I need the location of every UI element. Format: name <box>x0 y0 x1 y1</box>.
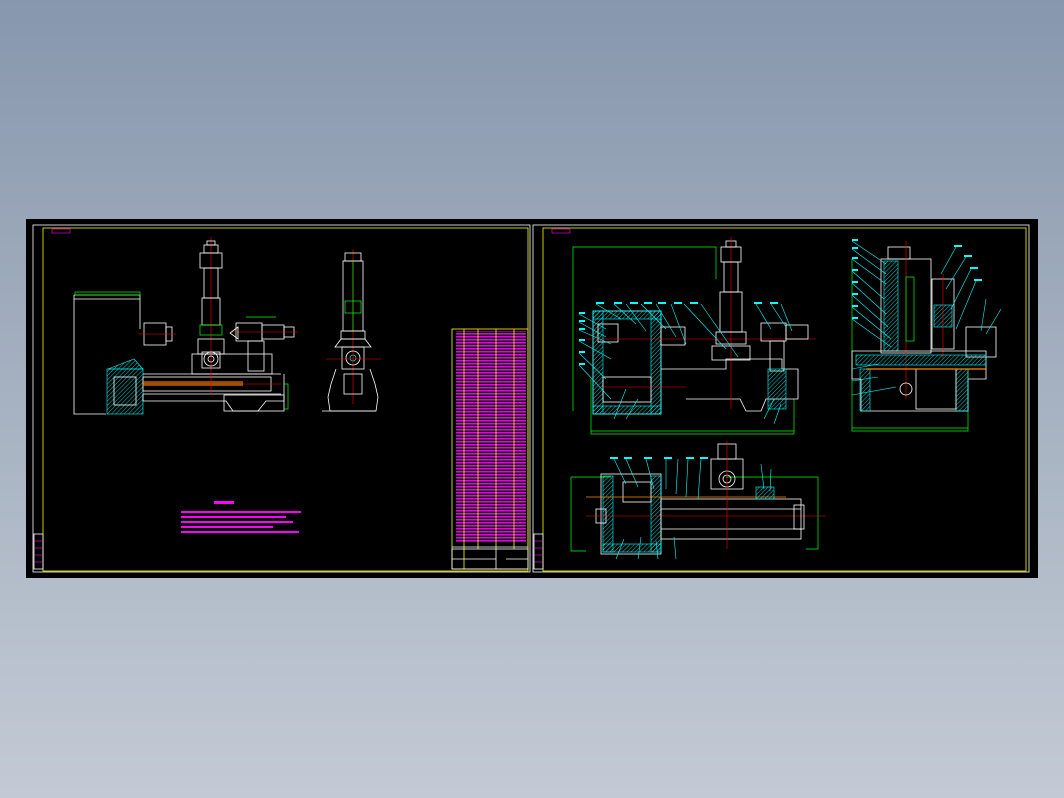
sheet-right-outer-frame <box>532 224 1030 573</box>
parts-list-table <box>451 328 529 570</box>
section-side-view <box>851 239 1002 432</box>
section-front-view <box>572 237 816 435</box>
sheet-right-inner-frame <box>542 227 1027 572</box>
sheet-right-tag <box>551 228 571 234</box>
section-top-view <box>570 441 826 560</box>
cad-drawing <box>32 224 1030 573</box>
side-view-assembly <box>322 249 381 412</box>
sheet-right-margin-strip <box>533 533 544 570</box>
front-view-assembly <box>73 237 298 415</box>
sheet-left-tag <box>51 228 71 234</box>
technical-notes <box>181 501 301 533</box>
sheet-left-outer-frame <box>32 224 531 573</box>
sheet-left-margin-strip <box>33 533 44 570</box>
sheet-right <box>532 224 1030 573</box>
drawing-viewport[interactable] <box>26 219 1038 578</box>
sheet-left <box>32 224 531 573</box>
